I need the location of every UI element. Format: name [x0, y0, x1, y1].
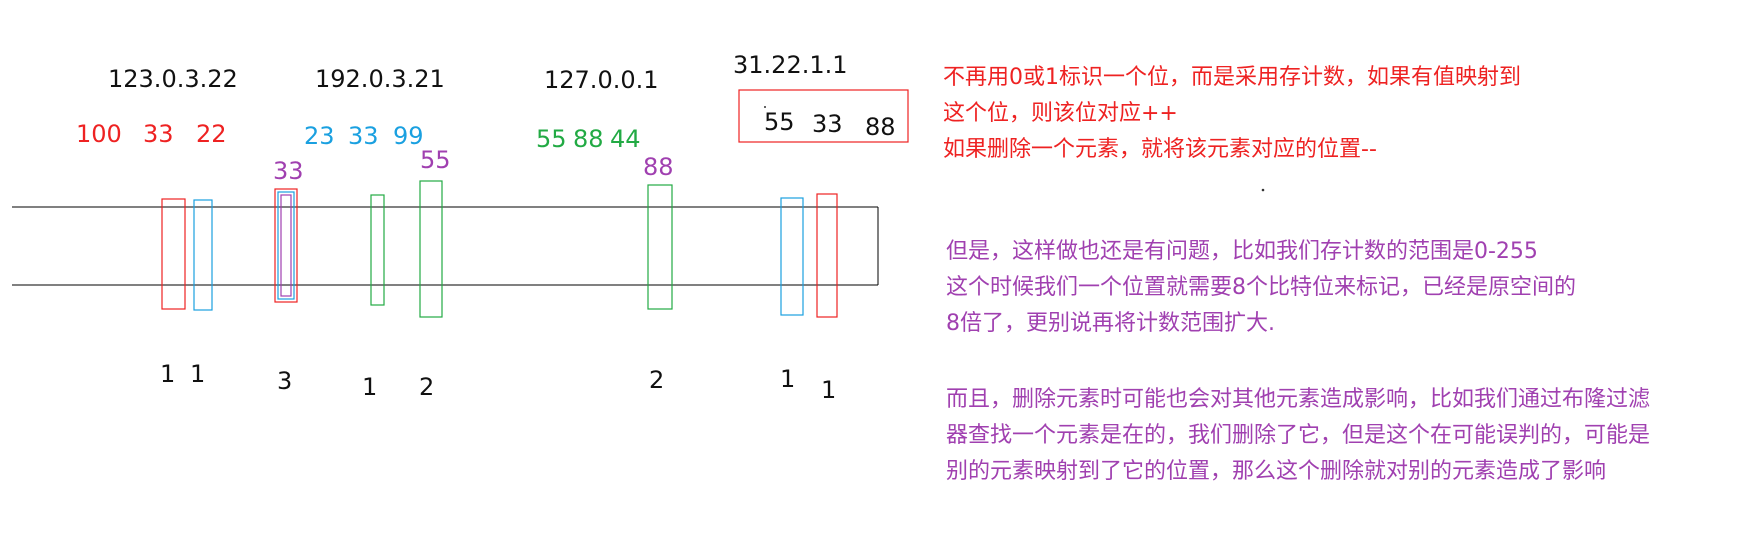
note-paragraph-2: 而且，删除元素时可能也会对其他元素造成影响，比如我们通过布隆过滤 器查找一个元素… — [946, 382, 1650, 490]
hash-value: 22 — [196, 120, 227, 148]
count-value: 2 — [649, 366, 665, 394]
highlight-box — [738, 89, 909, 143]
hash-value: 99 — [393, 122, 424, 150]
note-line: 别的元素映射到了它的位置，那么这个删除就对别的元素造成了影响 — [946, 459, 1607, 484]
hash-value: 44 — [610, 125, 641, 153]
note-line: 但是，这样做也还是有问题，比如我们存计数的范围是0-255 — [946, 239, 1538, 264]
bucket-label: 88 — [643, 153, 674, 181]
count-value: 1 — [362, 373, 378, 401]
hash-value: 88 — [573, 125, 604, 153]
bucket-marker-red — [274, 188, 298, 303]
note-line: 而且，删除元素时可能也会对其他元素造成影响，比如我们通过布隆过滤 — [946, 387, 1651, 412]
hash-value: 55 — [764, 108, 795, 136]
hash-value: 33 — [143, 120, 174, 148]
bucket-marker-purple — [280, 194, 292, 297]
bucket-marker-green — [419, 180, 443, 318]
bucket-marker-blue — [780, 197, 804, 316]
stray-dot — [1261, 188, 1265, 192]
count-value: 1 — [160, 360, 176, 388]
note-paragraph-1: 但是，这样做也还是有问题，比如我们存计数的范围是0-255 这个时候我们一个位置… — [946, 234, 1576, 342]
bucket-marker-red — [816, 193, 838, 318]
hash-value: 23 — [304, 122, 335, 150]
bucket-marker-red — [161, 198, 186, 310]
note-line: 如果删除一个元素，就将该元素对应的位置-- — [943, 137, 1377, 162]
ip-label: 192.0.3.21 — [315, 65, 445, 93]
bucket-marker-green — [370, 194, 385, 306]
ip-label: 31.22.1.1 — [733, 51, 848, 79]
count-value: 1 — [780, 365, 796, 393]
count-value: 1 — [190, 360, 206, 388]
note-line: 不再用0或1标识一个位，而是采用存计数，如果有值映射到 — [943, 65, 1521, 90]
hash-value: 88 — [865, 113, 896, 141]
bucket-label: 55 — [420, 146, 451, 174]
bucket-marker-blue — [193, 199, 213, 311]
count-value: 2 — [419, 373, 435, 401]
stray-dot — [764, 106, 766, 108]
hash-value: 100 — [76, 120, 122, 148]
note-red-block: 不再用0或1标识一个位，而是采用存计数，如果有值映射到 这个位，则该位对应++ … — [943, 60, 1521, 168]
bucket-label: 33 — [273, 157, 304, 185]
ip-label: 123.0.3.22 — [108, 65, 238, 93]
note-line: 这个时候我们一个位置就需要8个比特位来标记，已经是原空间的 — [946, 275, 1576, 300]
count-value: 3 — [277, 367, 293, 395]
hash-value: 55 — [536, 125, 567, 153]
hash-value: 33 — [812, 110, 843, 138]
bucket-marker-green — [647, 184, 673, 310]
ip-label: 127.0.0.1 — [544, 66, 659, 94]
bucket-marker-blue — [277, 191, 295, 300]
count-value: 1 — [821, 376, 837, 404]
note-line: 这个位，则该位对应++ — [943, 101, 1178, 126]
hash-value: 33 — [348, 122, 379, 150]
note-line: 器查找一个元素是在的，我们删除了它，但是这个在可能误判的，可能是 — [946, 423, 1651, 448]
note-line: 8倍了，更别说再将计数范围扩大. — [946, 311, 1275, 336]
